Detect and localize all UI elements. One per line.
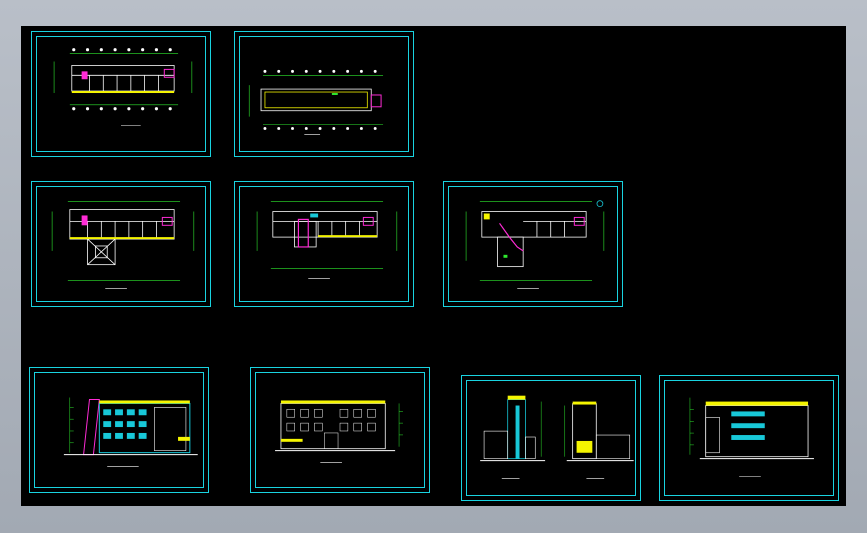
sheet-section-elevations[interactable] — [461, 375, 641, 501]
sheet-elevation-1[interactable] — [29, 367, 209, 493]
sheet-roof-plan[interactable] — [234, 31, 414, 157]
floor-plan-drawing — [256, 201, 398, 279]
roof-plan-drawing — [248, 69, 384, 135]
floor-plan-drawing — [53, 48, 193, 126]
sheet-border — [255, 372, 425, 488]
sheet-border — [448, 186, 618, 302]
floor-plan-drawing — [51, 201, 195, 289]
sheet-border — [466, 380, 636, 496]
sheet-border — [34, 372, 204, 488]
sheet-border — [239, 36, 409, 152]
sheet-border — [36, 36, 206, 152]
sheet-border — [664, 380, 834, 496]
elevation-drawing — [63, 397, 198, 467]
sheet-border — [239, 186, 409, 302]
sheet-elevation-2[interactable] — [250, 367, 430, 493]
sheet-floor-plan-4[interactable] — [443, 181, 623, 307]
floor-plan-drawing — [465, 200, 605, 289]
elevation-drawing — [275, 400, 403, 463]
drawing-canvas[interactable] — [21, 26, 846, 506]
elevation-drawing — [480, 395, 634, 479]
sheet-floor-plan-3[interactable] — [234, 181, 414, 307]
sheet-border — [36, 186, 206, 302]
sheet-elevation-4[interactable] — [659, 375, 839, 501]
sheet-floor-plan-1[interactable] — [31, 31, 211, 157]
elevation-drawing — [689, 397, 814, 477]
sheet-floor-plan-2[interactable] — [31, 181, 211, 307]
